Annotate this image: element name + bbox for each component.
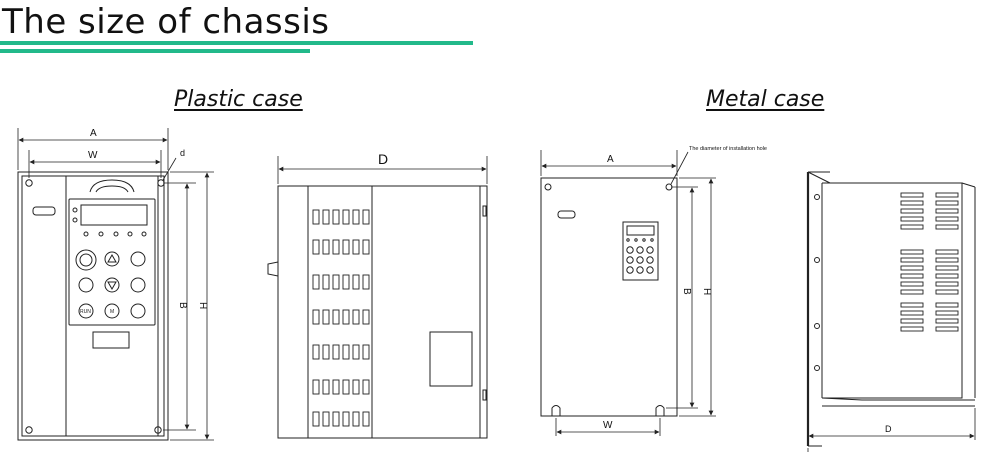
- metal-dim-b-label: B: [681, 288, 692, 295]
- header: The size of chassis: [0, 0, 1000, 60]
- mount-hole-bottom-right: [154, 426, 162, 434]
- title-underline-long: [0, 41, 473, 45]
- keypad-display: [80, 204, 148, 226]
- dim-b-label: B: [177, 302, 188, 309]
- metal-mount-hole-left: [544, 183, 552, 191]
- keypad-knob: [75, 249, 97, 271]
- plastic-front-column: [65, 175, 159, 437]
- dim-h-label: H: [197, 302, 208, 309]
- plastic-side-vents: [312, 209, 370, 427]
- plastic-front-labels: A W d B H RUN M: [80, 128, 208, 315]
- metal-front-body: [540, 177, 678, 417]
- metal-side-dim-d-label: D: [885, 424, 892, 434]
- dim-a-label: A: [90, 128, 97, 139]
- plastic-front-view: [17, 128, 214, 441]
- mount-hole-top-left: [25, 179, 33, 187]
- plastic-side-view: [267, 156, 488, 439]
- page-title: The size of chassis: [2, 2, 330, 42]
- keypad-panel: [68, 198, 156, 326]
- metal-case-heading: Metal case: [706, 87, 825, 112]
- installation-hole-note: The diameter of installation hole: [689, 146, 767, 152]
- metal-side-body: [822, 182, 963, 399]
- metal-side-vents: [900, 192, 959, 332]
- lower-window: [92, 331, 130, 349]
- run-key: [78, 303, 94, 319]
- metal-front-labels: A W B H The diameter of installation hol…: [603, 146, 767, 431]
- plastic-front-body: [17, 171, 169, 441]
- m-key-label: M: [110, 309, 114, 315]
- metal-front-view: [540, 150, 716, 436]
- plastic-case-heading: Plastic case: [174, 87, 303, 112]
- metal-dim-a-label: A: [607, 154, 614, 165]
- metal-dim-w-label: W: [603, 420, 613, 431]
- metal-brand-badge: [557, 210, 576, 219]
- brand-badge: [32, 206, 56, 216]
- side-label-plate: [429, 331, 473, 387]
- dim-w-label: W: [88, 150, 98, 161]
- mount-hole-bottom-left: [25, 426, 33, 434]
- plastic-dim-d-label: D: [378, 151, 388, 167]
- title-underline-short: [0, 49, 310, 53]
- metal-dim-h-label: H: [701, 288, 712, 295]
- m-key: [104, 303, 120, 319]
- dim-d-label: d: [180, 148, 185, 158]
- metal-side-view: [806, 171, 976, 452]
- metal-keypad: [622, 221, 659, 281]
- plastic-side-body: [277, 185, 488, 439]
- run-key-label: RUN: [80, 309, 91, 315]
